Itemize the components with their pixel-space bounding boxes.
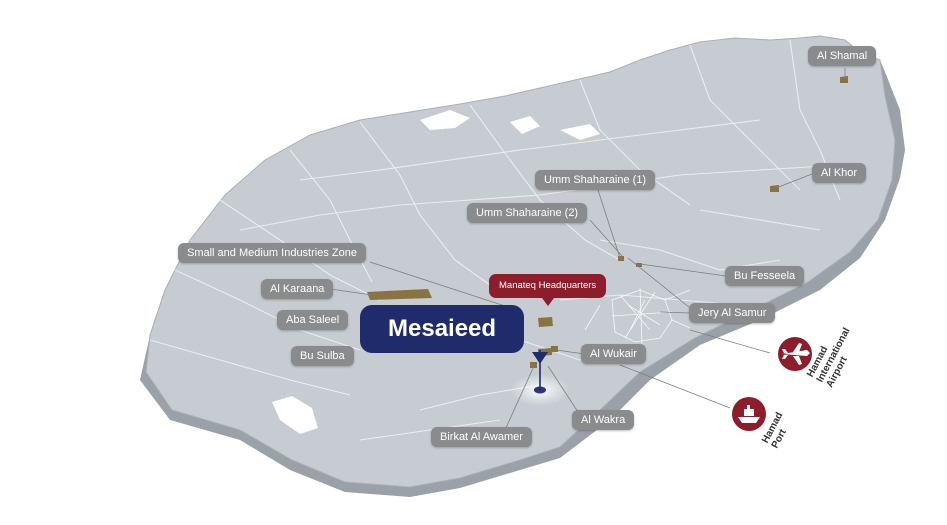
zone-hq — [538, 317, 553, 327]
label-al-khor[interactable]: Al Khor — [812, 163, 867, 183]
doha-road-network — [584, 287, 691, 345]
zone-al-khor — [770, 185, 779, 192]
ship-icon — [732, 397, 766, 431]
headquarters-callout-tail — [542, 298, 554, 306]
peninsula-land — [145, 35, 896, 488]
label-al-wukair[interactable]: Al Wukair — [581, 344, 646, 364]
leader-lines — [329, 68, 846, 431]
label-bu-sulba[interactable]: Bu Sulba — [291, 346, 354, 366]
zone-umm-1 — [618, 256, 624, 261]
label-mesaieed[interactable]: Mesaieed — [360, 305, 525, 353]
label-al-wakra[interactable]: Al Wakra — [572, 410, 635, 430]
zone-wukair — [551, 346, 558, 352]
label-smi-zone[interactable]: Small and Medium Industries Zone — [178, 243, 366, 263]
label-birkat-al-awamer[interactable]: Birkat Al Awamer — [431, 427, 532, 447]
zone-al-karaana — [367, 289, 432, 300]
airplane-icon — [778, 337, 812, 371]
label-jery-al-samur[interactable]: Jery Al Samur — [689, 303, 776, 323]
bay-north — [510, 116, 540, 134]
zone-al-shamal — [840, 76, 848, 83]
bay-northwest — [420, 110, 470, 130]
label-al-shamal[interactable]: Al Shamal — [808, 46, 877, 66]
label-aba-saleel[interactable]: Aba Saleel — [277, 310, 349, 330]
label-bu-fesseela[interactable]: Bu Fesseela — [725, 266, 805, 286]
label-al-karaana[interactable]: Al Karaana — [261, 279, 334, 299]
label-umm-shaharaine-2[interactable]: Umm Shaharaine (2) — [467, 203, 588, 223]
zone-patches — [367, 76, 848, 368]
focus-callout-tail — [532, 352, 548, 364]
bay-southwest — [272, 396, 318, 434]
label-manateq-headquarters[interactable]: Manateq Headquarters — [489, 274, 607, 298]
label-umm-shaharaine-1[interactable]: Umm Shaharaine (1) — [535, 170, 656, 190]
bay-north-2 — [560, 124, 600, 140]
